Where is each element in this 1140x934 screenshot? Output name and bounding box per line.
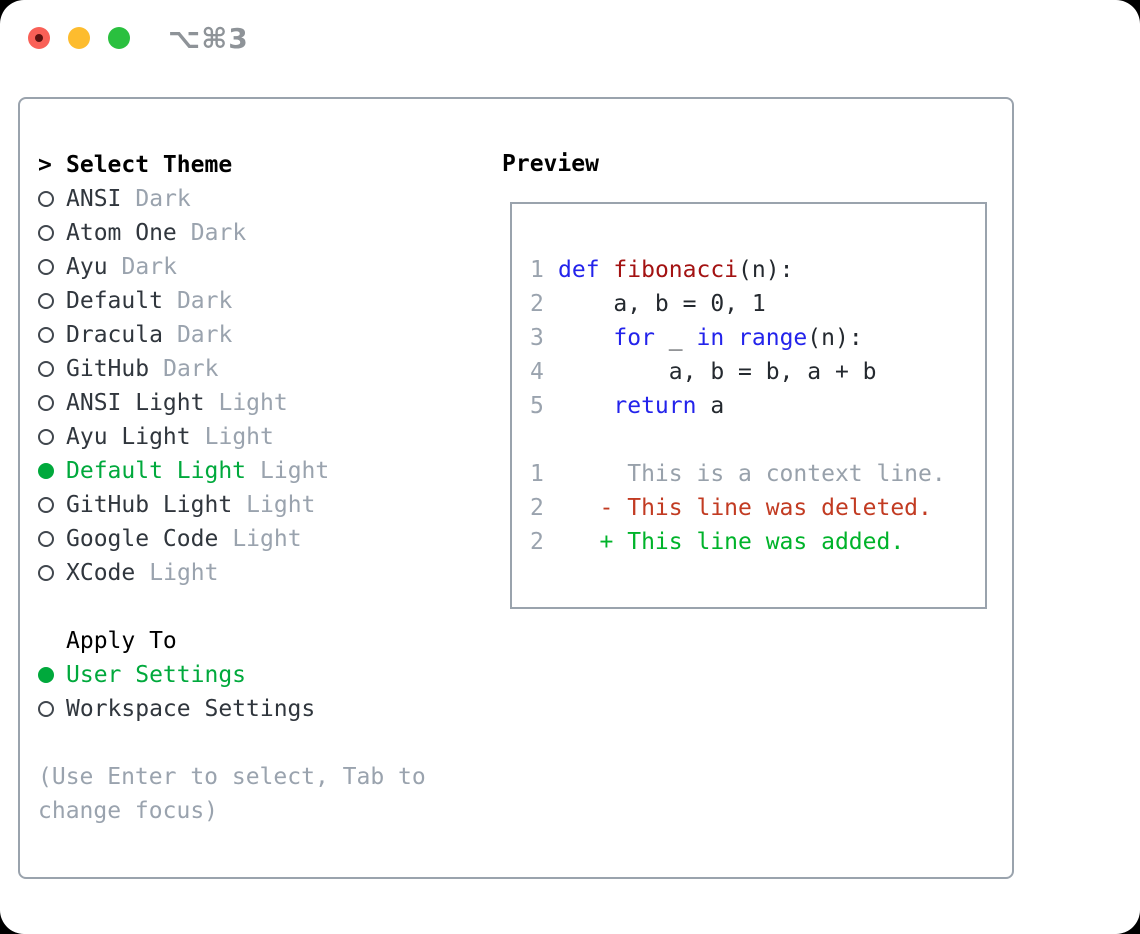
code-line: 4 a, b = b, a + b: [530, 355, 979, 389]
theme-option-xcode[interactable]: XCode Light: [38, 556, 488, 590]
radio-off-icon: [38, 497, 66, 513]
theme-variant-tag: Dark: [190, 220, 247, 246]
close-icon[interactable]: [28, 27, 50, 49]
line-number: 5: [530, 393, 544, 419]
theme-variant-tag: Light: [149, 560, 219, 586]
theme-option-default-light[interactable]: Default Light Light: [38, 454, 488, 488]
help-hint-line-1: (Use Enter to select, Tab to: [38, 764, 426, 790]
theme-option-atom-one[interactable]: Atom One Dark: [38, 216, 488, 250]
theme-name: GitHub Light: [66, 492, 233, 518]
radio-off-icon: [38, 701, 66, 717]
apply-to-heading: Apply To: [38, 624, 488, 658]
theme-name: Google Code: [66, 526, 219, 552]
radio-off-icon: [38, 225, 66, 241]
theme-option-github-light[interactable]: GitHub Light Light: [38, 488, 488, 522]
prompt-icon: >: [38, 152, 52, 178]
minimize-icon[interactable]: [68, 27, 90, 49]
code-line: 1 This is a context line.: [530, 457, 979, 491]
theme-option-ayu[interactable]: Ayu Dark: [38, 250, 488, 284]
theme-variant-tag: Light: [232, 526, 302, 552]
theme-variant-tag: Dark: [121, 254, 177, 280]
radio-off-icon: [38, 293, 66, 309]
apply-option-workspace-settings[interactable]: Workspace Settings: [38, 692, 488, 726]
theme-option-ayu-light[interactable]: Ayu Light Light: [38, 420, 488, 454]
radio-off-icon: [38, 191, 66, 207]
line-number: 4: [530, 359, 544, 385]
theme-name: Dracula: [66, 322, 163, 348]
code-line: 2 + This line was added.: [530, 525, 979, 559]
theme-name: ANSI Light: [66, 390, 205, 416]
apply-option-label: Workspace Settings: [66, 696, 316, 722]
theme-variant-tag: Light: [260, 458, 330, 484]
code-line: 2 a, b = 0, 1: [530, 287, 979, 321]
theme-variant-tag: Dark: [135, 186, 191, 212]
theme-name: GitHub: [66, 356, 150, 382]
theme-variant-tag: Dark: [176, 322, 233, 348]
theme-name: Ayu Light: [66, 424, 191, 450]
spacer: [38, 590, 488, 624]
line-number: 2: [530, 291, 544, 317]
theme-option-google-code[interactable]: Google Code Light: [38, 522, 488, 556]
select-theme-heading-label: Select Theme: [66, 152, 233, 178]
theme-option-github[interactable]: GitHub Dark: [38, 352, 488, 386]
apply-option-label: User Settings: [66, 662, 247, 688]
radio-off-icon: [38, 361, 66, 377]
line-number: 1: [530, 257, 544, 283]
window-title: ⌥⌘3: [168, 22, 249, 55]
theme-name: Default Light: [66, 458, 247, 484]
line-number: 2: [530, 495, 544, 521]
theme-name: XCode: [66, 560, 136, 586]
apply-option-user-settings[interactable]: User Settings: [38, 658, 488, 692]
radio-off-icon: [38, 565, 66, 581]
theme-name: Atom One: [66, 220, 177, 246]
line-number: 1: [530, 461, 544, 487]
apply-to-heading-label: Apply To: [66, 628, 177, 654]
zoom-icon[interactable]: [108, 27, 130, 49]
code-line: 3 for _ in range(n):: [530, 321, 979, 355]
theme-variant-tag: Dark: [176, 288, 233, 314]
theme-option-dracula[interactable]: Dracula Dark: [38, 318, 488, 352]
theme-variant-tag: Light: [218, 390, 288, 416]
code-line: 2 - This line was deleted.: [530, 491, 979, 525]
line-number: 2: [530, 529, 544, 555]
theme-variant-tag: Dark: [163, 356, 219, 382]
theme-variant-tag: Light: [204, 424, 274, 450]
theme-option-ansi-light[interactable]: ANSI Light Light: [38, 386, 488, 420]
radio-on-icon: [38, 463, 66, 479]
theme-variant-tag: Light: [246, 492, 316, 518]
code-line: 5 return a: [530, 389, 979, 423]
preview-heading: Preview: [502, 151, 599, 177]
help-hint-line-2: change focus): [38, 798, 219, 824]
radio-off-icon: [38, 327, 66, 343]
radio-off-icon: [38, 259, 66, 275]
theme-option-ansi[interactable]: ANSI Dark: [38, 182, 488, 216]
radio-off-icon: [38, 531, 66, 547]
theme-name: Ayu: [66, 254, 108, 280]
titlebar: ⌥⌘3: [0, 0, 1140, 78]
code-line: [530, 423, 979, 457]
theme-name: ANSI: [66, 186, 122, 212]
line-number: 3: [530, 325, 544, 351]
select-theme-heading: > Select Theme: [38, 148, 488, 182]
radio-off-icon: [38, 395, 66, 411]
radio-on-icon: [38, 667, 66, 683]
theme-option-default[interactable]: Default Dark: [38, 284, 488, 318]
theme-name: Default: [66, 288, 163, 314]
spacer: [38, 726, 488, 760]
radio-off-icon: [38, 429, 66, 445]
